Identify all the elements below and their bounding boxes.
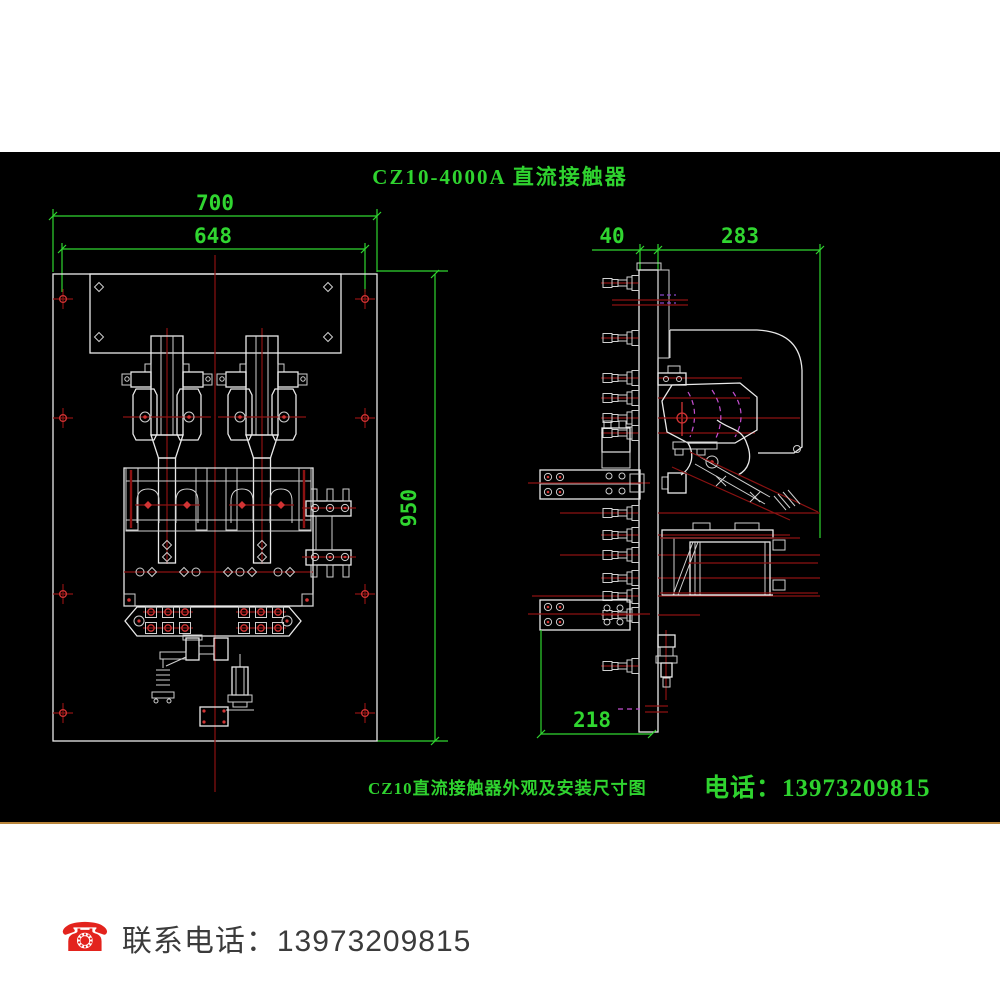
drawing-title: CZ10-4000A 直流接触器: [372, 165, 628, 189]
front-magnet-box: [123, 467, 314, 607]
side-body: [657, 329, 819, 596]
side-plate: [638, 269, 659, 733]
phone-icon: ☎: [60, 916, 110, 960]
side-upper-bracket: [528, 469, 687, 500]
drawing-phone: 电话：13973209815: [704, 775, 931, 802]
cad-canvas: CZ10-4000A 直流接触器: [0, 152, 1000, 824]
side-dim-218-label: 218: [573, 708, 611, 732]
side-dim-283-label: 283: [721, 224, 759, 248]
side-small-bracket: [601, 420, 631, 469]
side-dim-218: 218: [536, 630, 657, 739]
front-aux-bracket: [302, 488, 356, 578]
side-plate-rib: [657, 269, 670, 359]
side-dim-40-label: 40: [599, 224, 624, 248]
cad-drawing: 700 648 950: [48, 191, 825, 792]
front-dim-700-label: 700: [196, 191, 234, 215]
front-dim-700: 700: [48, 191, 382, 272]
contact-footer: ☎ 联系电话：13973209815: [60, 916, 471, 960]
side-bottom-stack: [618, 294, 678, 713]
front-terminal-strip: [124, 605, 302, 637]
side-bolts: [532, 274, 820, 675]
side-dim-top: 40 283: [592, 224, 825, 538]
front-pole-right: [216, 328, 308, 564]
front-linkage: [151, 634, 254, 727]
side-lower-bracket: [528, 599, 650, 631]
front-dim-950-label: 950: [397, 489, 421, 527]
front-dim-950: 950: [377, 269, 448, 746]
front-dim-648-label: 648: [194, 224, 232, 248]
contact-phone-label: 联系电话：13973209815: [121, 925, 472, 958]
drawing-caption: CZ10直流接触器外观及安装尺寸图: [368, 779, 647, 798]
front-dim-648: 648: [57, 224, 370, 292]
side-view: 40 283: [528, 224, 825, 739]
front-pole-left: [121, 328, 213, 564]
front-view: 700 648 950: [48, 191, 448, 792]
